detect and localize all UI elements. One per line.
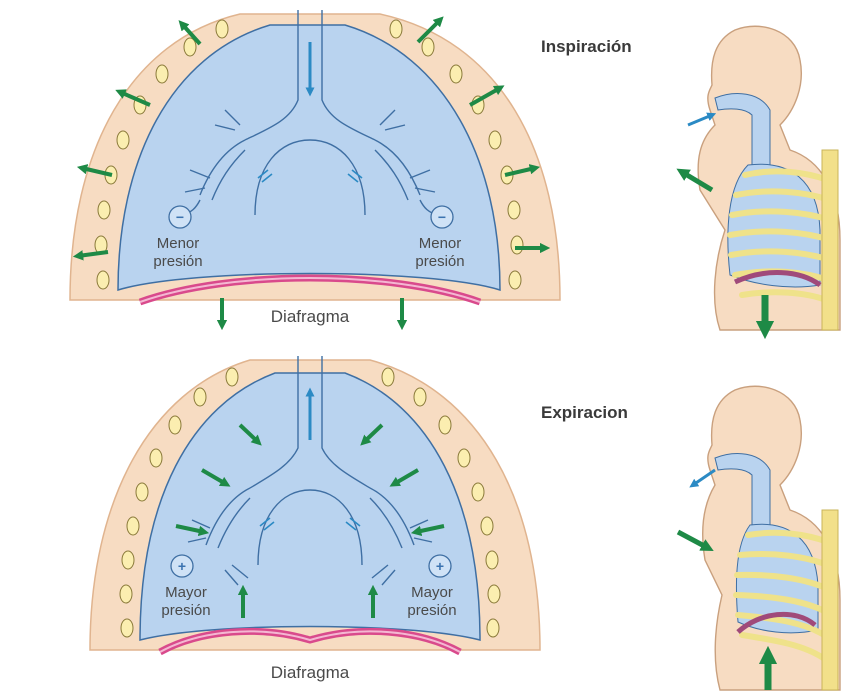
spine [822, 150, 838, 330]
inspiration-panel: − − Menor presión Menor presión Diafragm… [70, 10, 560, 326]
pressure-label-right-2: presión [407, 602, 456, 619]
side-figure-expiration: Expiracion [541, 386, 840, 690]
pressure-sign-left: − [176, 209, 184, 225]
pressure-sign-left: + [178, 558, 186, 574]
expiration-panel: + + Mayor presión Mayor presión Diafragm… [90, 356, 540, 682]
air-in-arrow [688, 115, 712, 125]
side-figure-inspiration: Inspiración [541, 26, 840, 330]
pressure-label-left-2: presión [161, 602, 210, 619]
expiration-title: Expiracion [541, 403, 628, 422]
pressure-label-left-1: Mayor [165, 584, 207, 601]
pressure-label-left-1: Menor [157, 235, 200, 252]
pressure-label-right-1: Mayor [411, 584, 453, 601]
pressure-sign-right: − [438, 209, 446, 225]
pressure-label-left-2: presión [153, 253, 202, 270]
pressure-label-right-2: presión [415, 253, 464, 270]
diaphragm-label: Diafragma [271, 663, 350, 682]
pressure-sign-right: + [436, 558, 444, 574]
spine [822, 510, 838, 690]
inspiration-title: Inspiración [541, 37, 632, 56]
pressure-label-right-1: Menor [419, 235, 462, 252]
air-out-arrow [693, 470, 715, 485]
diaphragm-label: Diafragma [271, 307, 350, 326]
